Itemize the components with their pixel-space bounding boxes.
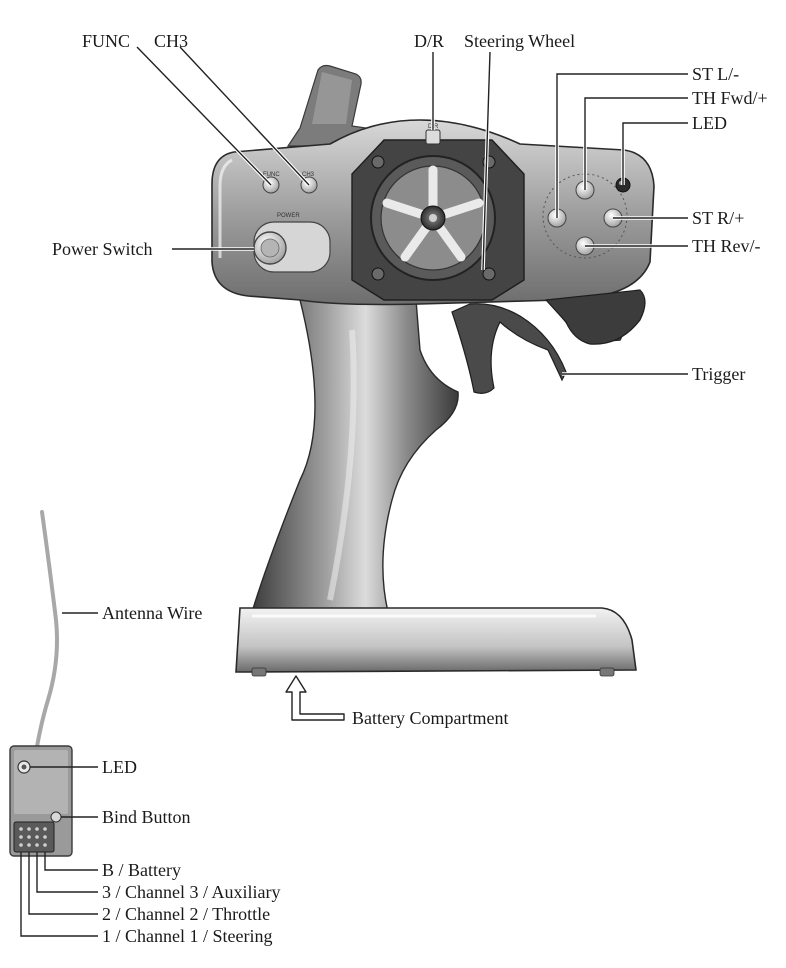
steering-screws — [371, 155, 496, 281]
label-th-rev: TH Rev/- — [692, 236, 760, 256]
label-th-fwd: TH Fwd/+ — [692, 88, 768, 108]
func-button-text: FUNC — [263, 172, 280, 178]
label-led-transmitter: LED — [692, 113, 727, 133]
label-port-channel3: 3 / Channel 3 / Auxiliary — [102, 882, 280, 902]
label-led-receiver: LED — [102, 757, 137, 777]
receiver-port-pins — [19, 827, 47, 847]
power-text: POWER — [277, 213, 300, 219]
label-port-channel1: 1 / Channel 1 / Steering — [102, 926, 272, 946]
label-power-switch: Power Switch — [52, 239, 153, 259]
receiver — [9, 510, 73, 857]
battery-compartment — [235, 607, 637, 677]
label-st-right: ST R/+ — [692, 208, 744, 228]
antenna-wire — [32, 510, 59, 766]
leader-ch3 — [179, 46, 310, 186]
leader-lines — [20, 45, 688, 937]
bind-button[interactable] — [50, 811, 62, 823]
label-st-left: ST L/- — [692, 64, 739, 84]
label-port-channel2: 2 / Channel 2 / Throttle — [102, 904, 270, 924]
handle-grip — [251, 299, 459, 613]
trigger[interactable] — [451, 303, 567, 394]
leader-th-fwd — [584, 97, 688, 190]
leader-port-battery — [44, 852, 98, 871]
leader-port-channel2 — [28, 852, 98, 915]
label-port-battery: B / Battery — [102, 860, 181, 880]
leader-port-channel3 — [36, 852, 98, 893]
steering-wheel-assembly: D/R — [351, 124, 525, 301]
callout-labels: FUNC CH3 D/R Steering Wheel ST L/- TH Fw… — [52, 31, 768, 946]
right-lower-panel — [544, 289, 646, 345]
label-trigger: Trigger — [692, 364, 745, 384]
leader-func — [136, 46, 272, 186]
label-func: FUNC — [82, 31, 130, 51]
label-dr: D/R — [414, 31, 444, 51]
battery-compartment-arrow — [285, 675, 345, 721]
transmitter: FUNC CH3 POWER — [211, 64, 655, 721]
label-battery-compartment: Battery Compartment — [352, 708, 508, 728]
leader-steering-wheel — [482, 51, 491, 271]
label-bind-button: Bind Button — [102, 807, 191, 827]
label-ch3: CH3 — [154, 31, 188, 51]
label-antenna-wire: Antenna Wire — [102, 603, 202, 623]
left-control-panel: FUNC CH3 POWER — [253, 172, 331, 273]
label-steering-wheel: Steering Wheel — [464, 31, 575, 51]
ch3-button-text: CH3 — [302, 172, 315, 178]
leader-led-transmitter — [622, 122, 688, 185]
leader-st-left — [556, 73, 688, 218]
leader-port-channel1 — [20, 852, 98, 937]
dr-knob[interactable] — [425, 129, 441, 145]
